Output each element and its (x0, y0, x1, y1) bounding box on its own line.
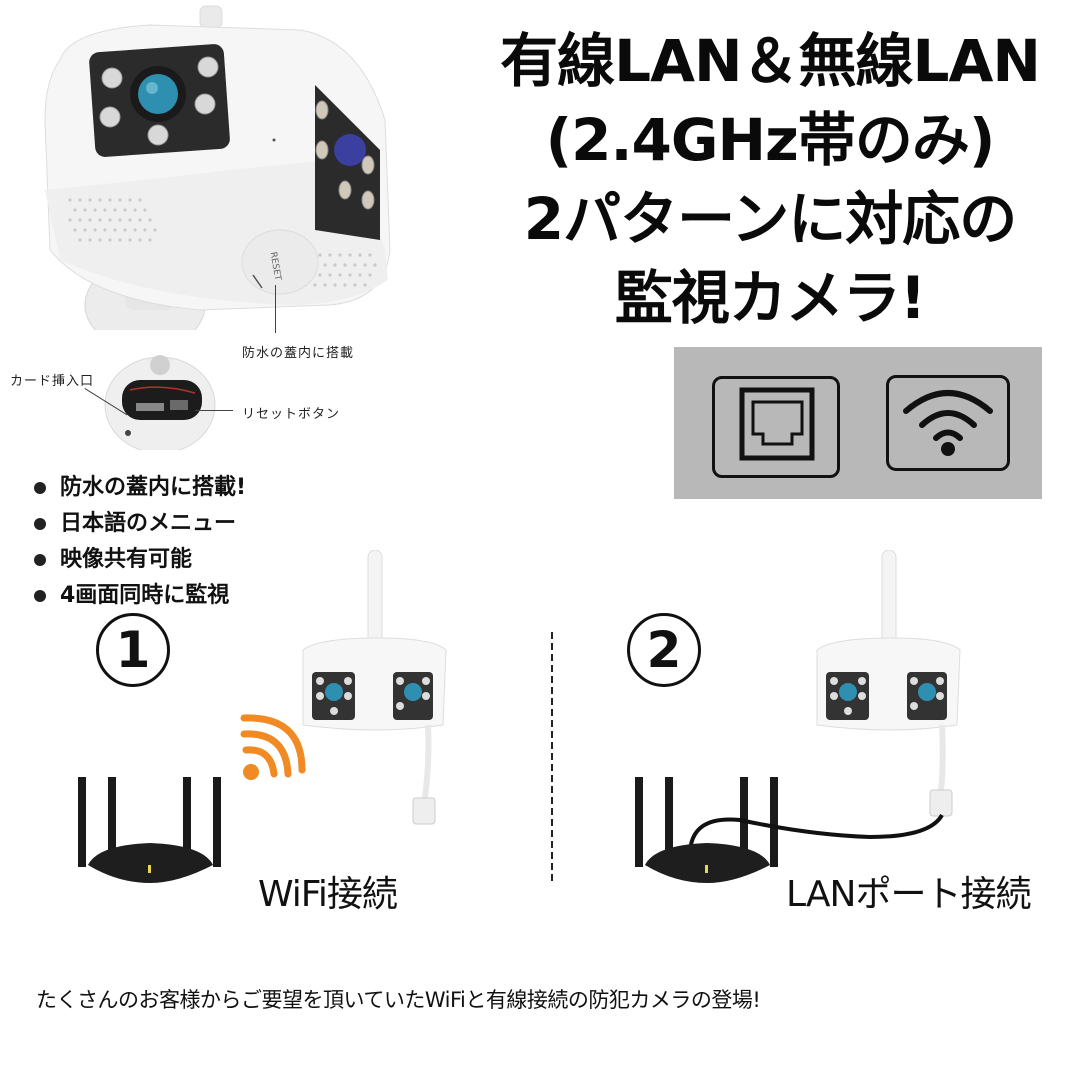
step-number-2: 2 (627, 613, 701, 687)
step-number-1: 1 (96, 613, 170, 687)
bullet-icon (34, 482, 46, 494)
headline-line-4: 監視カメラ! (614, 264, 926, 332)
connection-icons-panel (674, 347, 1042, 499)
orange-wifi-signal-icon (240, 714, 306, 780)
router-lan-cable-image (635, 777, 944, 883)
feature-item: 日本語のメニュー (34, 506, 246, 542)
camera-wifi-image (302, 550, 447, 825)
camera-product-image: RESET (44, 5, 391, 330)
callout-cover: 防水の蓋内に搭載 (242, 346, 355, 361)
ethernet-port-icon (739, 387, 815, 461)
headline-line-3: 2パターンに対応の (523, 185, 1017, 253)
headline-line-1: 有線LAN＆無線LAN (500, 27, 1041, 95)
camera-lan-image (816, 550, 961, 817)
footer-text: たくさんのお客様からご要望を頂いていたWiFiと有線接続の防犯カメラの登場! (36, 988, 761, 1012)
bullet-icon (34, 554, 46, 566)
bullet-icon (34, 590, 46, 602)
headline: 有線LAN＆無線LAN (2.4GHz帯のみ) 2パターンに対応の 監視カメラ! (470, 22, 1070, 338)
router-image-1 (78, 777, 221, 883)
feature-item: 映像共有可能 (34, 542, 246, 578)
wifi-icon-box (886, 375, 1010, 471)
headline-line-2: (2.4GHz帯のみ) (545, 106, 996, 174)
bullet-icon (34, 518, 46, 530)
feature-item: 防水の蓋内に搭載! (34, 470, 246, 506)
section-divider (551, 632, 553, 884)
cover-leader-line (275, 285, 276, 333)
feature-item: 4画面同時に監視 (34, 578, 246, 614)
card-slot-closeup-image (104, 355, 216, 450)
callout-card-slot: カード挿入口 (10, 374, 95, 389)
connection-label-lan: LANポート接続 (786, 874, 1031, 915)
ethernet-icon-box (712, 376, 840, 478)
wifi-icon (903, 390, 993, 456)
ethernet-cable (688, 813, 944, 856)
connection-label-wifi: WiFi接続 (258, 874, 398, 915)
reset-leader-line (195, 410, 233, 411)
callout-reset-button: リセットボタン (242, 407, 341, 422)
feature-list: 防水の蓋内に搭載! 日本語のメニュー 映像共有可能 4画面同時に監視 (34, 470, 246, 614)
